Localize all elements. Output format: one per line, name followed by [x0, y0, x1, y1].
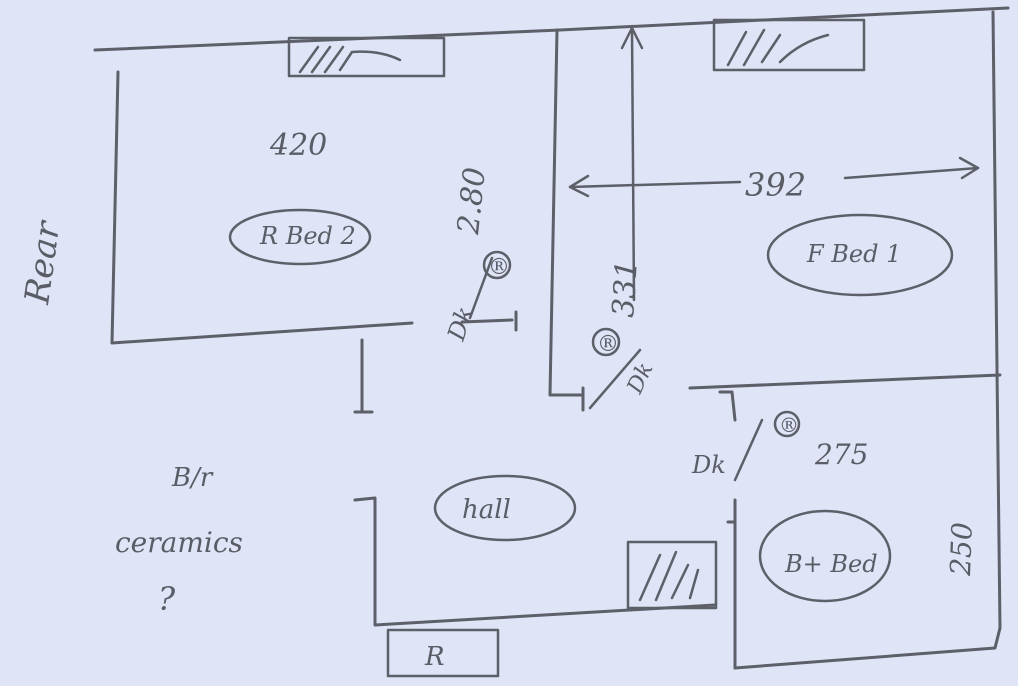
dimension-280: 2.80: [451, 166, 493, 237]
label-bathroom-line3: ?: [158, 580, 176, 618]
room-small-bedroom-walls: [718, 368, 1002, 670]
room-rear-bedroom-walls: [93, 28, 562, 345]
dimension-392: 392: [745, 166, 806, 204]
dimension-420: 420: [269, 128, 327, 163]
label-bathroom-line1: B/r: [171, 463, 214, 493]
label-bathroom-line2: ceramics: [115, 526, 243, 559]
socket-mark-3: [773, 410, 801, 438]
door-label-3: Dk: [691, 451, 726, 479]
door-swing-1: [468, 256, 494, 320]
socket-glyph-2: ®: [597, 332, 619, 357]
dimension-arrows-front-bedroom: [568, 26, 980, 302]
dimension-331: 331: [606, 259, 645, 319]
window-hall: [626, 540, 718, 610]
label-circle-hall: [433, 474, 577, 542]
label-rear: Rear: [17, 218, 68, 308]
window-front-bedroom: [712, 18, 866, 72]
socket-glyph-1: ®: [488, 255, 510, 280]
dimension-275: 275: [814, 438, 868, 471]
window-rear-bedroom: [287, 36, 446, 78]
label-bed1: F Bed 1: [806, 240, 901, 268]
dimension-250: 250: [944, 522, 979, 578]
room-hall-walls: [353, 338, 737, 627]
socket-mark-1: [482, 250, 512, 280]
label-circle-bed3: [758, 509, 892, 603]
door-swing-2: [588, 348, 642, 410]
label-circle-bed1: [766, 213, 954, 297]
label-bed3-line: B+ Bed: [784, 550, 878, 578]
label-bed2: R Bed 2: [259, 222, 356, 250]
label-hall: hall: [462, 495, 511, 525]
socket-glyph-3: ®: [779, 413, 799, 437]
socket-mark-2: [591, 327, 621, 357]
door-swing-3: [733, 418, 764, 482]
label-circle-bed2: [228, 208, 372, 266]
label-r: R: [424, 642, 445, 672]
window-r: [386, 628, 500, 678]
